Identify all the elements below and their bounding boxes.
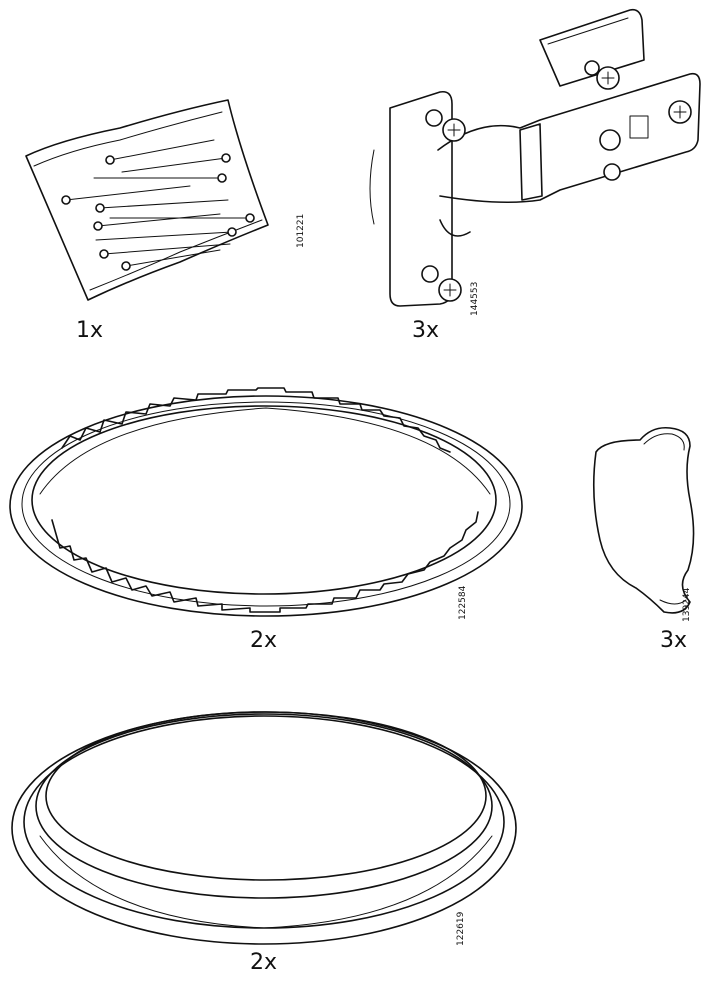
quantity-hinge: 3x: [412, 318, 440, 343]
article-number-hinge: 144553: [470, 281, 480, 316]
article-number-seal-ring: 122619: [456, 911, 466, 946]
quantity-notched-ring: 2x: [250, 628, 278, 653]
article-number-nails-bag: 101221: [296, 213, 306, 248]
quantity-bumper: 3x: [660, 628, 688, 653]
article-number-bumper: 139244: [682, 587, 692, 622]
quantity-seal-ring: 2x: [250, 950, 278, 975]
quantity-nails-bag: 1x: [76, 318, 104, 343]
article-number-notched-ring: 122584: [458, 585, 468, 620]
